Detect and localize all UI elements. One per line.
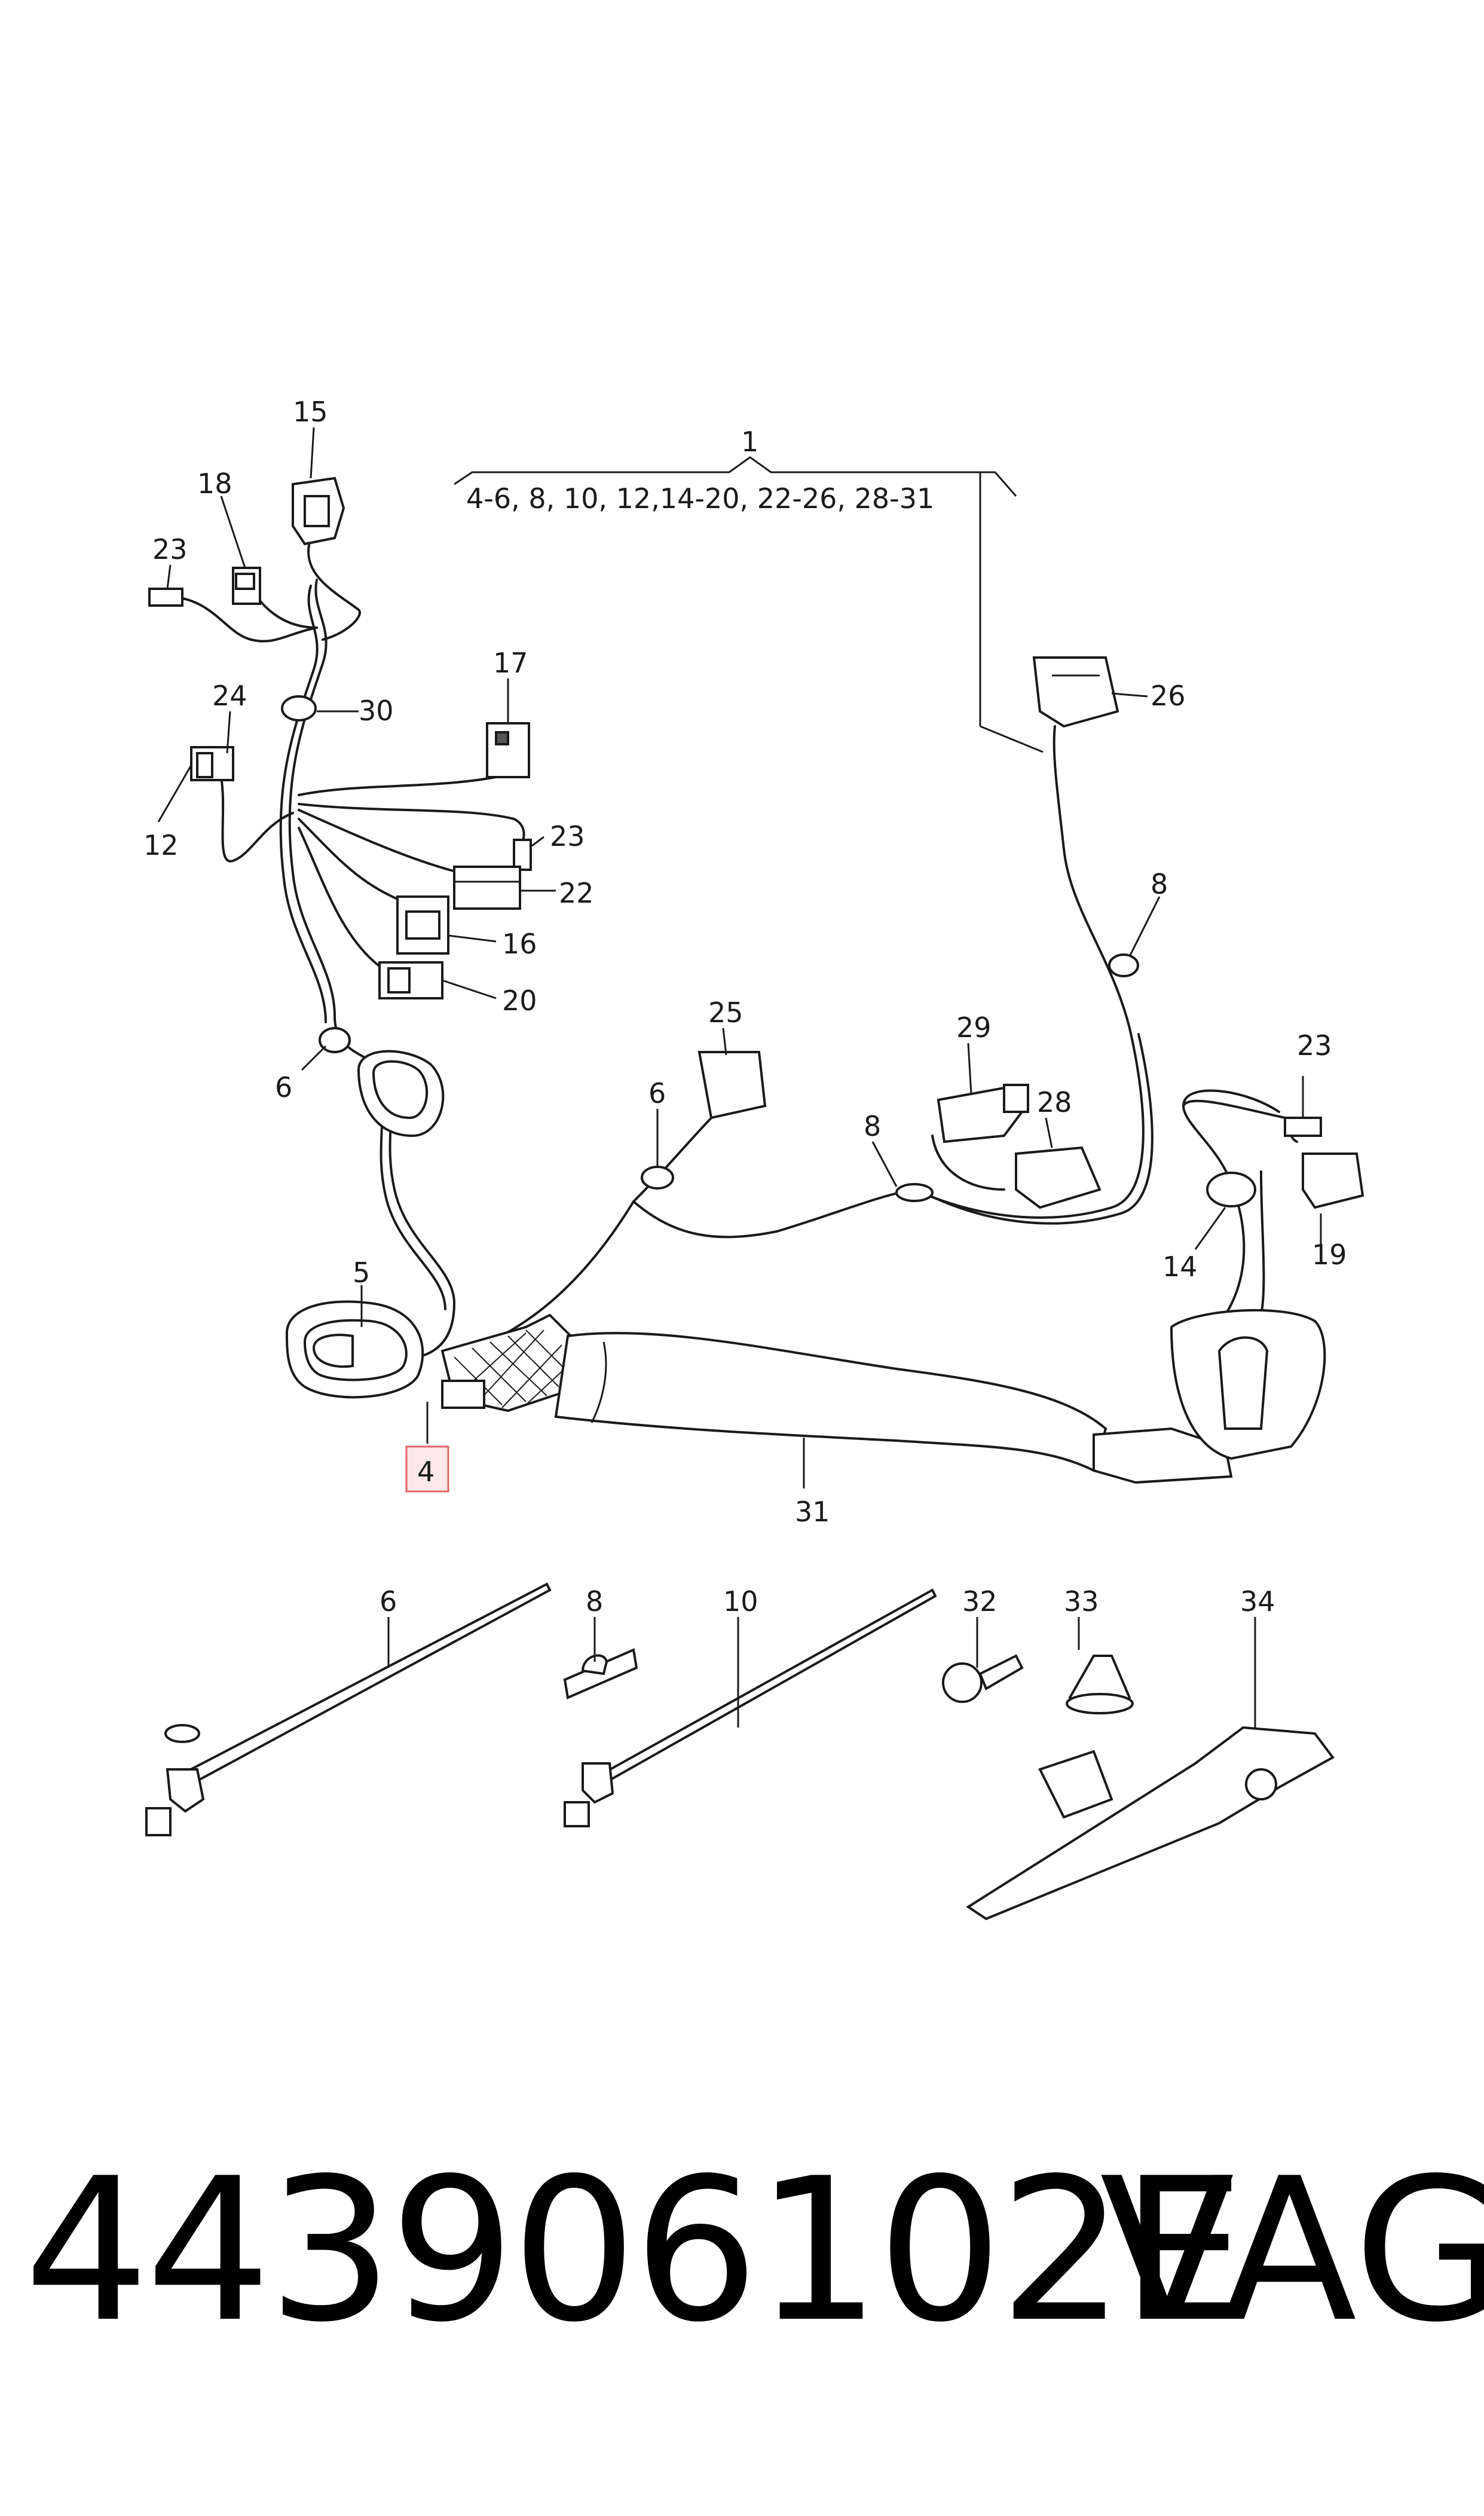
callout-6-left: 6	[275, 1071, 292, 1103]
sleeve-mesh	[440, 1313, 576, 1413]
tape-8	[563, 1648, 638, 1699]
callout-26: 26	[1151, 680, 1186, 712]
grommet-30	[281, 695, 317, 722]
cable-tie-6	[145, 1582, 552, 1836]
callout-15: 15	[293, 396, 328, 428]
callout-5: 5	[353, 1257, 370, 1289]
grommet-5	[285, 1300, 424, 1399]
callout-28: 28	[1037, 1086, 1072, 1118]
corrugated-tube-31	[554, 1332, 1107, 1472]
leader-lines	[157, 427, 1322, 1728]
callout-22: 22	[559, 877, 594, 909]
callout-8-right: 8	[1151, 868, 1168, 900]
connector-19	[1302, 1152, 1364, 1209]
connector-23-top-left	[148, 588, 183, 607]
highlight-box-4	[405, 1445, 449, 1493]
part-number: 443906102E	[24, 2136, 1246, 2365]
harness-wires	[178, 537, 1298, 1358]
screw-32	[942, 1654, 1024, 1703]
connector-20	[378, 961, 443, 999]
callout-25: 25	[708, 996, 743, 1029]
callout-30: 30	[359, 695, 394, 727]
clip-6-middle	[641, 1166, 674, 1190]
nut-33	[1066, 1655, 1134, 1714]
clip-6-left	[319, 1027, 351, 1053]
grommet-upper	[357, 1050, 445, 1138]
callout-34: 34	[1240, 1585, 1275, 1618]
callout-29: 29	[956, 1011, 992, 1044]
callout-14: 14	[1162, 1251, 1198, 1283]
callout-16: 16	[502, 928, 537, 960]
grommet-14	[1206, 1172, 1256, 1207]
connector-25	[697, 1051, 767, 1120]
connector-26	[1032, 656, 1119, 728]
callout-4: 4	[417, 1456, 435, 1488]
callout-12: 12	[143, 829, 179, 861]
callout-10: 10	[723, 1585, 758, 1618]
connector-16	[396, 895, 449, 955]
brand-name: VAG	[1100, 2136, 1484, 2365]
callout-32: 32	[962, 1585, 998, 1618]
callout-6-middle: 6	[648, 1077, 666, 1109]
callout-23-top-left: 23	[152, 533, 188, 565]
callout-20: 20	[502, 985, 537, 1017]
connector-22	[453, 866, 521, 910]
connector-18	[232, 567, 261, 605]
footer: 443906102E VAG	[24, 2136, 1484, 2403]
sensor-29	[937, 1084, 1029, 1144]
callout-8-bottom: 8	[586, 1585, 603, 1618]
connector-23-mid	[513, 839, 532, 871]
clip-8-middle	[895, 1183, 934, 1202]
callout-1: 1	[741, 426, 758, 458]
callout-19: 19	[1312, 1239, 1347, 1271]
callout-1-range: 4-6, 8, 10, 12,14-20, 22-26, 28-31	[466, 482, 934, 515]
callout-8-middle: 8	[864, 1110, 881, 1142]
callout-23-right: 23	[1297, 1029, 1332, 1062]
callout-33: 33	[1064, 1585, 1099, 1618]
bracket-34	[966, 1726, 1335, 1921]
callout-6-bottom: 6	[380, 1585, 397, 1618]
callout-23-mid: 23	[550, 820, 585, 852]
callout-31: 31	[795, 1496, 830, 1528]
cable-tie-10	[564, 1588, 937, 1827]
tube-end-fitting	[1093, 1309, 1326, 1484]
callout-1-bracket	[454, 456, 1044, 753]
callout-17: 17	[493, 647, 528, 679]
connector-15	[292, 476, 345, 546]
connector-23-right	[1284, 1117, 1322, 1137]
callout-24: 24	[212, 680, 247, 712]
connector-17	[486, 722, 530, 778]
connector-24-12	[190, 746, 234, 781]
callout-18: 18	[197, 467, 232, 500]
connector-28	[1015, 1146, 1101, 1209]
clip-8-right	[1108, 953, 1139, 977]
